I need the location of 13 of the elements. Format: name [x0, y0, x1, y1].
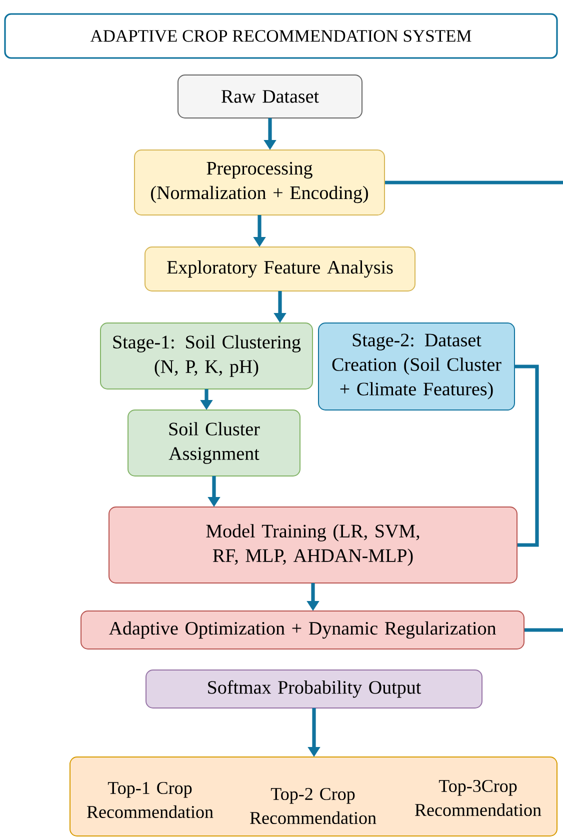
- process-box: Model Training (LR, SVM, RF, MLP, AHDAN-MLP): [108, 506, 518, 584]
- recommendation-text: Top-3Crop Recommendation: [415, 780, 542, 816]
- process-box: Preprocessing (Normalization + Encoding): [134, 150, 385, 216]
- process-box: Stage-1: Soil Clustering (N, P, K, pH): [100, 322, 313, 390]
- input-box: Raw Dataset: [178, 74, 362, 118]
- process-box: Stage-2: Dataset Creation (Soil Cluster + Climate Features): [318, 322, 515, 410]
- title-box: ADAPTIVE CROP RECOMMENDATION SYSTEM: [4, 13, 558, 59]
- process-box: Soil Cluster Assignment: [128, 410, 300, 476]
- recommendation-text: Top-2 Crop Recommendation: [250, 788, 376, 824]
- process-box: Softmax Probability Output: [146, 670, 482, 708]
- process-box: Exploratory Feature Analysis: [144, 246, 416, 292]
- recommendation-text: Top-1 Crop Recommendation: [87, 782, 214, 818]
- process-box: Adaptive Optimization + Dynamic Regularization: [80, 610, 524, 650]
